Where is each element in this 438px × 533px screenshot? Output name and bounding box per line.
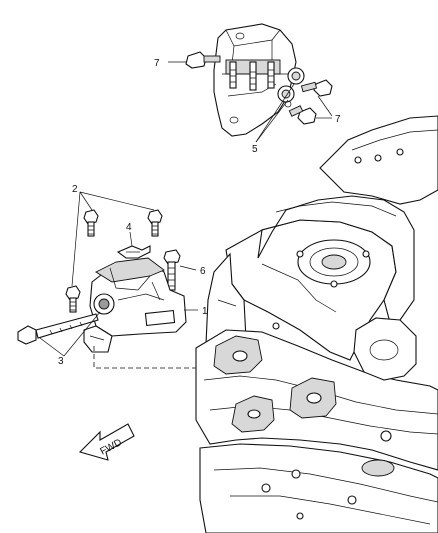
fwd-direction-arrow: FWD xyxy=(78,423,135,461)
callout-leaders xyxy=(39,61,333,357)
callout-3: 3 xyxy=(58,356,64,367)
lower-mount-bracket xyxy=(83,325,113,353)
callout-1: 1 xyxy=(202,306,208,317)
engine-mount-1 xyxy=(89,257,187,337)
bracket-studs xyxy=(229,61,275,91)
callout-5: 5 xyxy=(252,144,258,155)
callout-7-right: 7 xyxy=(335,114,341,125)
bolt-7-right-upper xyxy=(300,79,333,97)
bolt-2-upper-right xyxy=(147,209,163,237)
bolt-7-left xyxy=(185,51,221,69)
bushing-5a xyxy=(287,67,305,85)
bolt-7-right-lower xyxy=(288,105,317,125)
clip-4 xyxy=(116,245,151,259)
stud-6 xyxy=(163,249,181,291)
through-bolt-3 xyxy=(17,313,99,345)
bolt-2-lower-left xyxy=(65,285,81,313)
callout-4: 4 xyxy=(126,222,132,233)
callout-2: 2 xyxy=(72,184,78,195)
callout-7-left: 7 xyxy=(154,58,160,69)
bushing-5b xyxy=(277,85,295,103)
engine-compartment-frame xyxy=(195,115,438,533)
callout-6: 6 xyxy=(200,266,206,277)
bolt-2-upper-left xyxy=(83,209,99,237)
